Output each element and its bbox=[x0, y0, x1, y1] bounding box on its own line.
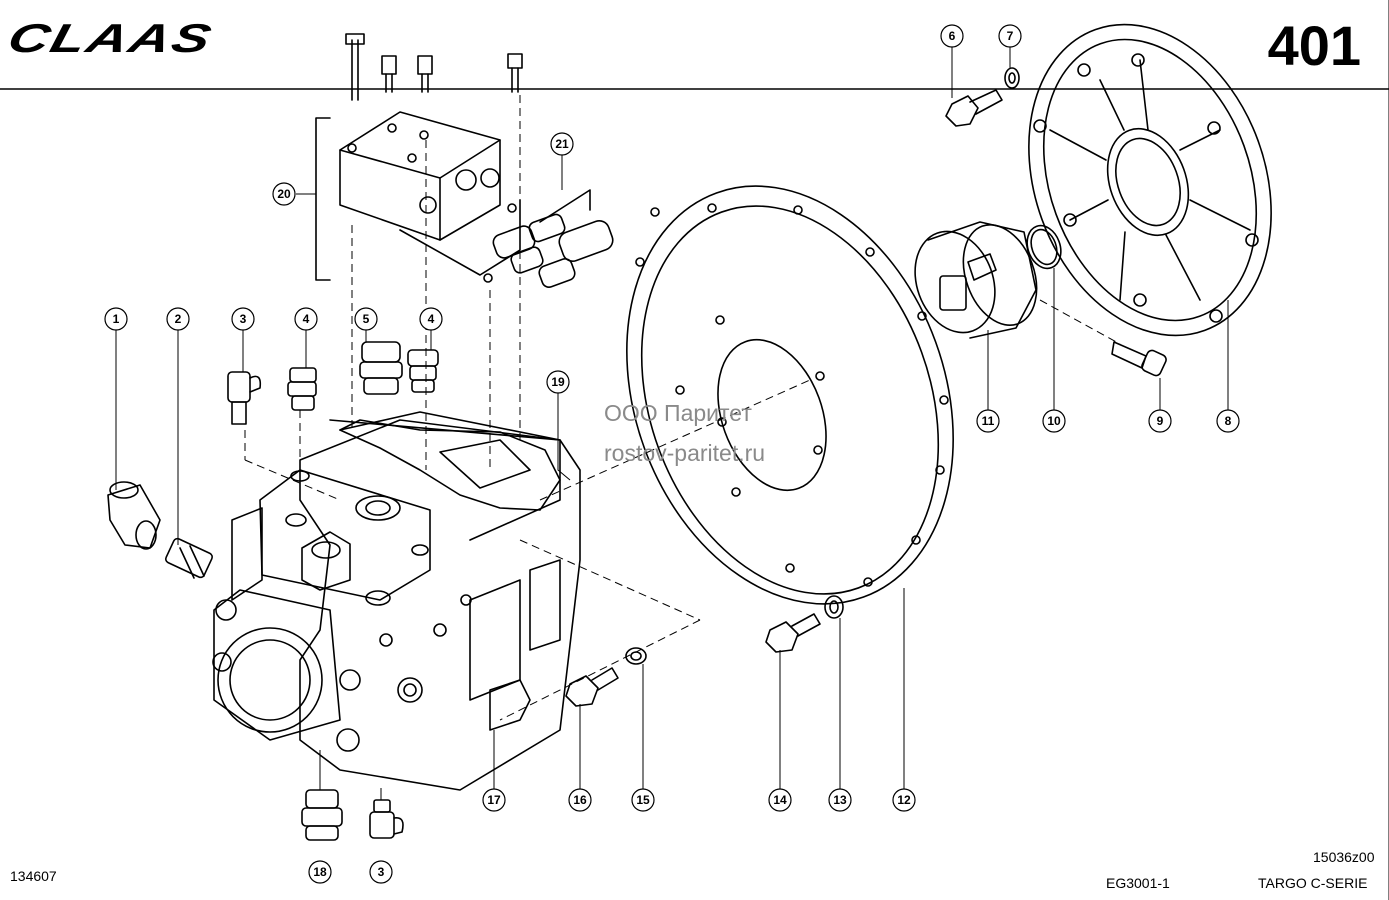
coupling-hub bbox=[914, 221, 1038, 339]
callout-13: 13 bbox=[828, 788, 852, 812]
watermark-website: rostov-paritet.ru bbox=[604, 440, 766, 466]
callout-21: 21 bbox=[550, 132, 574, 156]
callout-number: 8 bbox=[1225, 414, 1232, 428]
callout-number: 4 bbox=[303, 312, 310, 326]
callout-6: 6 bbox=[940, 24, 964, 48]
callout-number: 15 bbox=[636, 793, 650, 807]
callout-number: 11 bbox=[982, 414, 995, 428]
callout-number: 18 bbox=[313, 865, 327, 879]
callout-2: 2 bbox=[166, 307, 190, 331]
callout-3: 3 bbox=[369, 860, 393, 884]
callout-number: 14 bbox=[773, 793, 787, 807]
callout-8: 8 bbox=[1216, 409, 1240, 433]
callout-5: 5 bbox=[354, 307, 378, 331]
callout-number: 20 bbox=[277, 187, 291, 201]
valve-block bbox=[339, 33, 523, 283]
callout-1: 1 bbox=[104, 307, 128, 331]
callout-4: 4 bbox=[294, 307, 318, 331]
callout-12: 12 bbox=[892, 788, 916, 812]
page-number: 401 bbox=[1267, 14, 1361, 77]
callout-18: 18 bbox=[308, 860, 332, 884]
callout-number: 4 bbox=[428, 312, 435, 326]
callout-3: 3 bbox=[231, 307, 255, 331]
callout-number: 5 bbox=[363, 312, 370, 326]
footer-series: TARGO C-SERIE bbox=[1258, 875, 1368, 891]
callout-number: 9 bbox=[1157, 414, 1164, 428]
callout-number: 19 bbox=[551, 375, 565, 389]
callout-number: 13 bbox=[833, 793, 847, 807]
callout-number: 16 bbox=[573, 793, 587, 807]
footer-group-code: EG3001-1 bbox=[1106, 875, 1170, 891]
callout-11: 11 bbox=[976, 409, 1000, 433]
callout-number: 17 bbox=[487, 793, 501, 807]
callout-7: 7 bbox=[998, 24, 1022, 48]
callout-number: 3 bbox=[378, 865, 385, 879]
callout-10: 10 bbox=[1042, 409, 1066, 433]
footer-drawing-code: 15036z00 bbox=[1313, 849, 1375, 865]
callout-number: 12 bbox=[897, 793, 911, 807]
callout-number: 7 bbox=[1007, 29, 1014, 43]
callout-number: 6 bbox=[949, 29, 956, 43]
callout-14: 14 bbox=[768, 788, 792, 812]
callout-number: 21 bbox=[555, 137, 569, 151]
callout-number: 2 bbox=[175, 312, 182, 326]
hydraulic-pump bbox=[212, 411, 581, 791]
callout-20: 20 bbox=[272, 182, 296, 206]
callout-number: 10 bbox=[1047, 414, 1061, 428]
callout-9: 9 bbox=[1148, 409, 1172, 433]
callout-17: 17 bbox=[482, 788, 506, 812]
fittings-group bbox=[107, 341, 439, 579]
drive-flange bbox=[1028, 23, 1272, 337]
flywheel-housing-plate bbox=[626, 185, 954, 605]
footer-left-code: 134607 bbox=[10, 868, 57, 884]
watermark-company: ООО Паритет bbox=[604, 400, 752, 426]
callout-19: 19 bbox=[546, 370, 570, 394]
solenoid-valves bbox=[492, 189, 614, 288]
callout-16: 16 bbox=[568, 788, 592, 812]
callout-number: 1 bbox=[113, 312, 120, 326]
callout-4: 4 bbox=[419, 307, 443, 331]
callout-number: 3 bbox=[240, 312, 247, 326]
callout-15: 15 bbox=[631, 788, 655, 812]
